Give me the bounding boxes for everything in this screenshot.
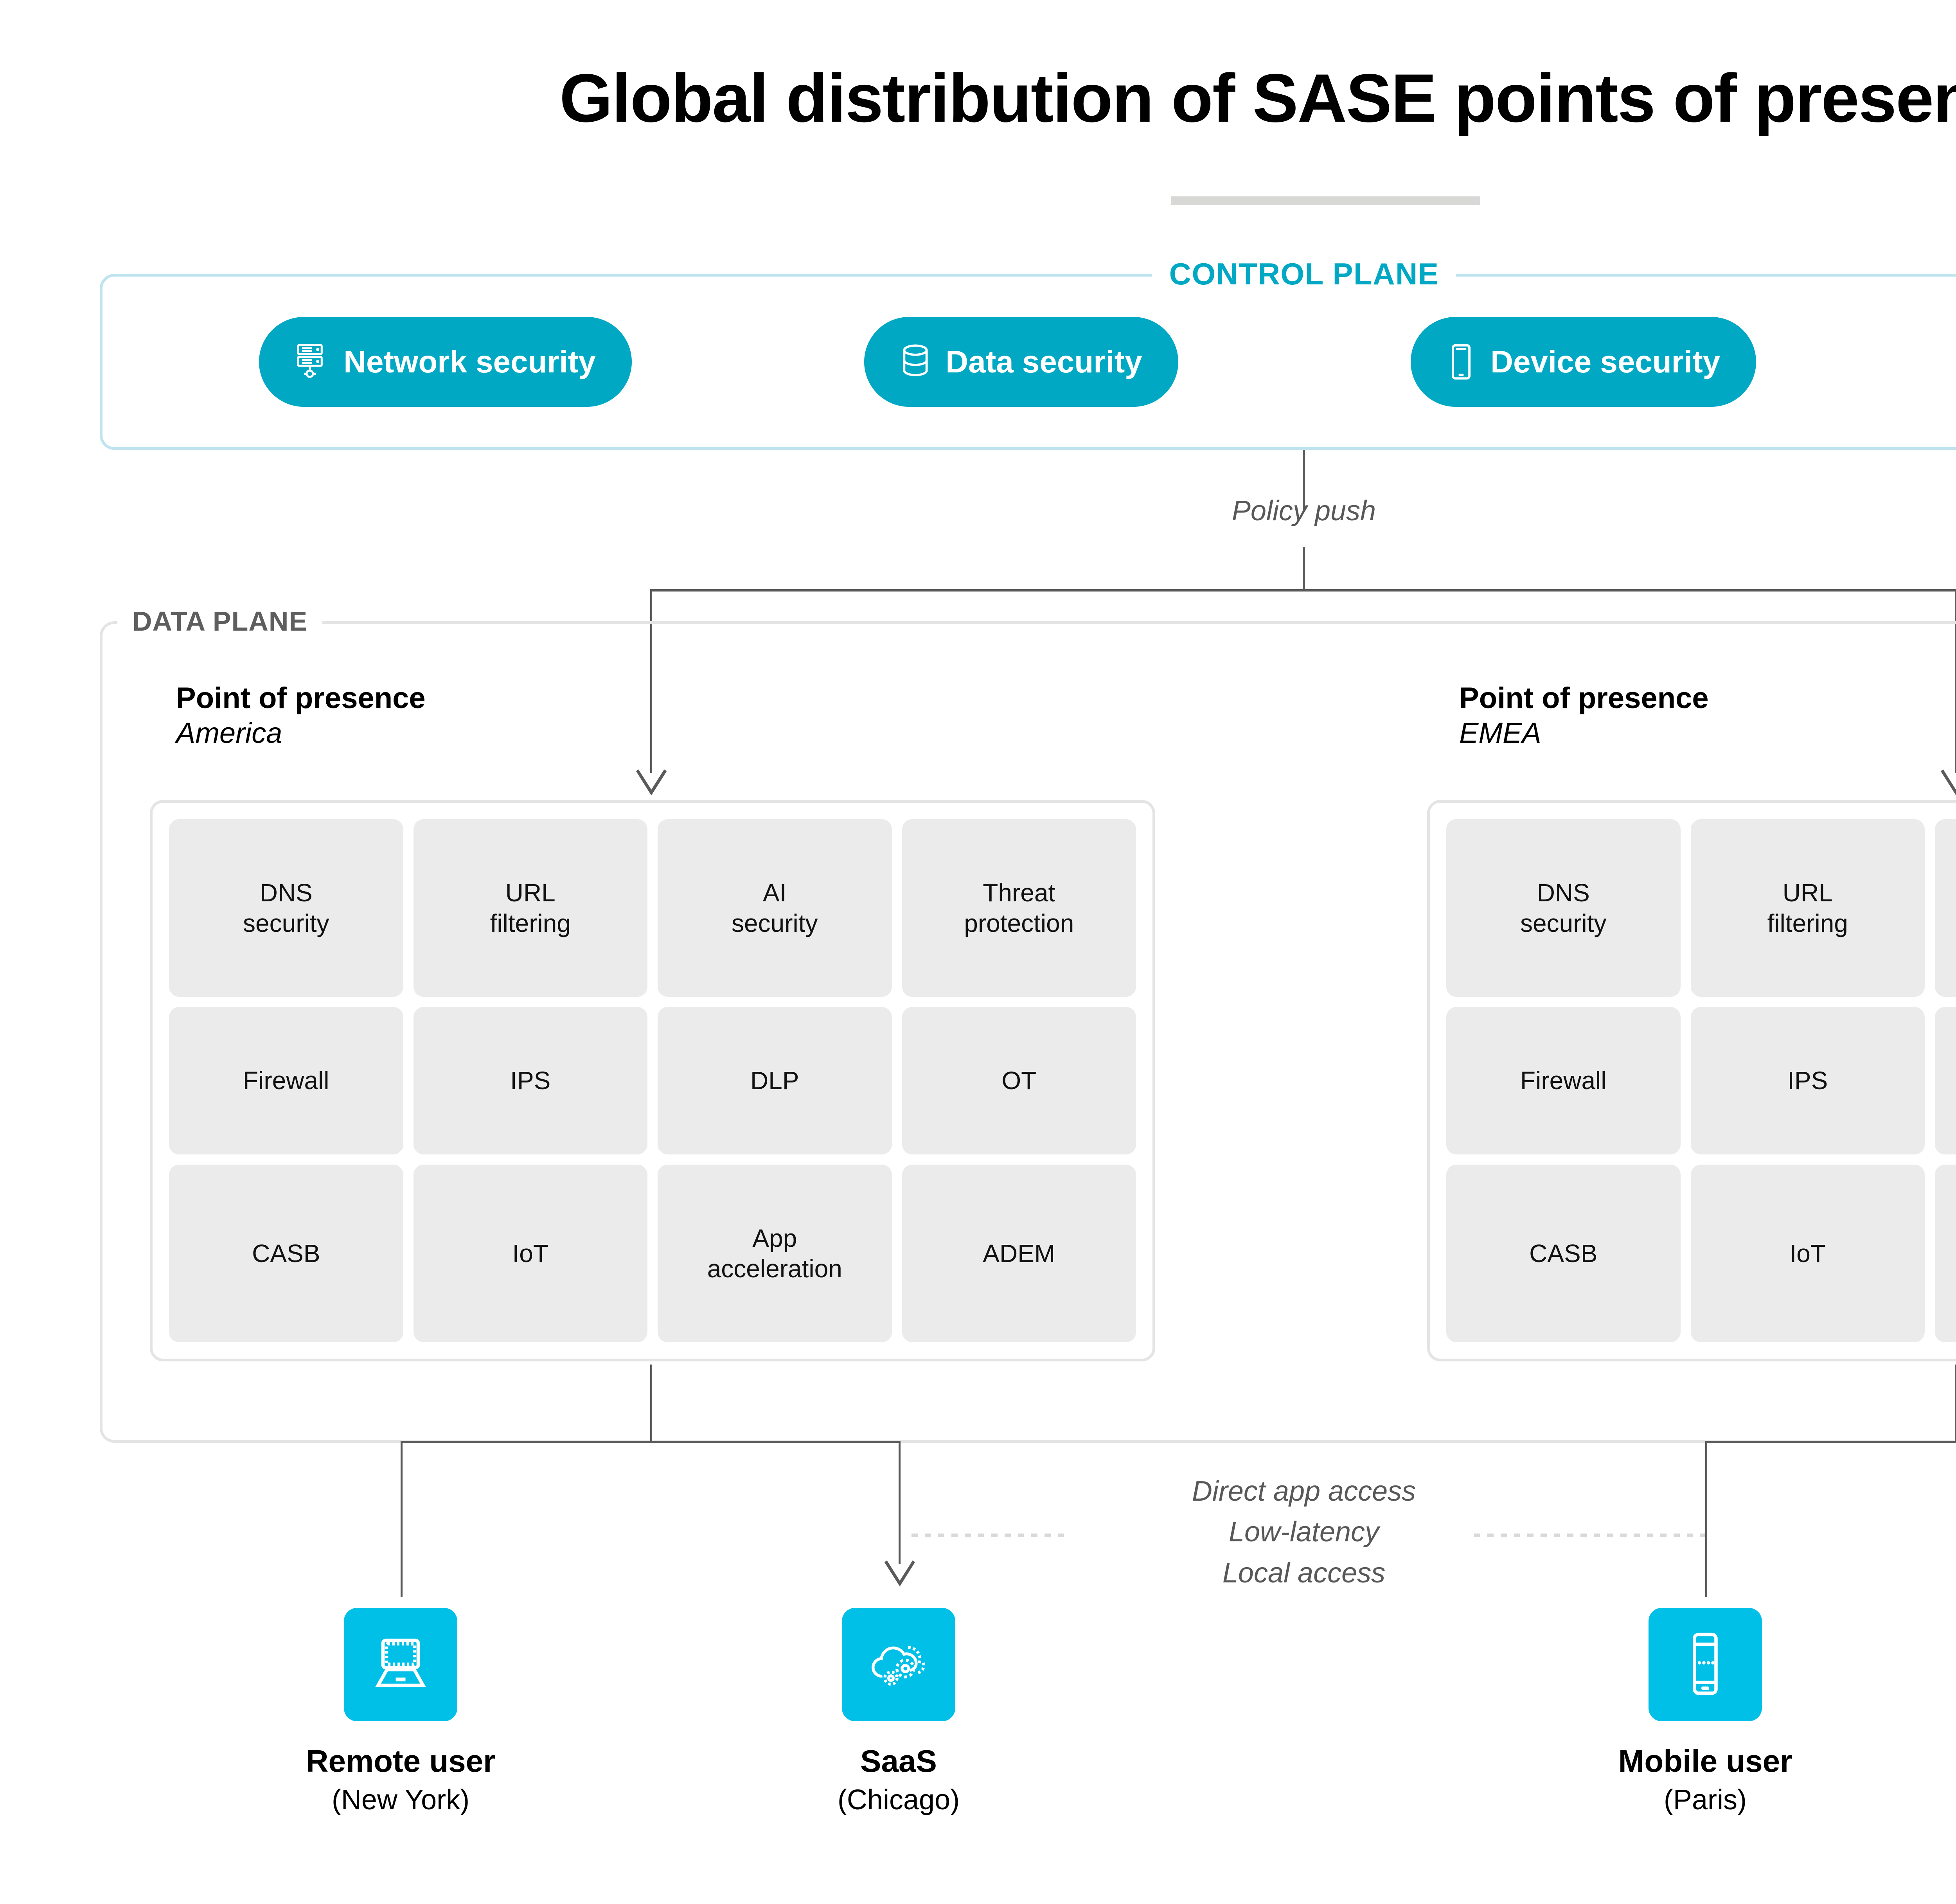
pill-device-security[interactable]: Device security [1411, 317, 1756, 407]
endpoint-saas[interactable]: SaaS (Chicago) [762, 1608, 1036, 1816]
pop-region: EMEA [1459, 716, 1541, 749]
pill-data-security[interactable]: Data security [864, 317, 1178, 407]
emea-split-bar [1705, 1441, 1956, 1443]
policy-push-label: Policy push [1231, 495, 1376, 527]
service-tile[interactable]: Firewall [1446, 1007, 1681, 1154]
america-branch-remote-user [401, 1441, 403, 1597]
note-low-latency: Low-latency [1228, 1516, 1379, 1548]
arrowhead-emea [1938, 767, 1956, 797]
policy-push-branch-right [1955, 589, 1956, 773]
server-rack-icon [295, 343, 329, 381]
pop-heading: Point of presence [1459, 681, 1709, 715]
pop-region: America [176, 716, 282, 749]
pop-header-emea: Point of presence EMEA [1459, 681, 1709, 750]
data-plane-panel [100, 621, 1956, 1443]
pill-label: Network security [343, 344, 596, 379]
arrowhead-saas [882, 1558, 917, 1588]
service-tile[interactable]: CASB [1446, 1164, 1681, 1342]
data-plane-legend-text: DATA PLANE [117, 598, 323, 645]
cloud-gears-icon [866, 1634, 931, 1695]
emea-drop-line [1955, 1365, 1956, 1441]
service-tile[interactable]: IoT [413, 1164, 647, 1342]
endpoint-name: SaaS [860, 1744, 937, 1778]
middle-notes: Direct app access Low-latency Local acce… [1069, 1471, 1539, 1593]
policy-push-line-top [1303, 450, 1305, 512]
service-tile-grid-emea: DNSsecurityURLfilteringAIsecurityThreatp… [1446, 819, 1956, 1342]
pop-header-america: Point of presence America [176, 681, 426, 750]
dotted-line-left [911, 1534, 1068, 1537]
dotted-line-right [1474, 1534, 1705, 1537]
service-tile[interactable]: IPS [413, 1007, 647, 1154]
title-divider [1171, 196, 1480, 205]
laptop-icon [1447, 343, 1476, 381]
endpoint-icon-tile [1649, 1608, 1762, 1721]
america-split-bar [401, 1441, 901, 1443]
america-drop-line [650, 1365, 652, 1441]
service-tile[interactable]: ADEM [902, 1164, 1136, 1342]
endpoint-location: (Chicago) [837, 1784, 960, 1816]
pop-heading: Point of presence [176, 681, 426, 715]
pop-box-emea: DNSsecurityURLfilteringAIsecurityThreatp… [1427, 800, 1956, 1361]
service-tile[interactable]: CASB [169, 1164, 403, 1342]
pill-network-security[interactable]: Network security [259, 317, 632, 407]
arrowhead-america [634, 767, 669, 797]
laptop-icon [369, 1634, 432, 1695]
endpoint-name: Remote user [306, 1744, 496, 1778]
note-local-access: Local access [1222, 1557, 1386, 1589]
endpoint-icon-tile [344, 1608, 457, 1721]
service-tile[interactable]: IPS [1690, 1007, 1925, 1154]
database-icon [900, 343, 931, 380]
policy-push-branch-bar [650, 589, 1956, 592]
page-title: Global distribution of SASE points of pr… [559, 60, 1956, 137]
service-tile[interactable]: DLP [658, 1007, 892, 1154]
service-tile[interactable]: Firewall [169, 1007, 403, 1154]
policy-push-line-bottom [1303, 547, 1305, 589]
smartphone-icon [1684, 1631, 1727, 1699]
policy-push-branch-left [650, 589, 652, 773]
pill-label: Device security [1490, 344, 1720, 379]
pill-label: Data security [946, 344, 1142, 379]
service-tile[interactable]: DLP [1935, 1007, 1956, 1154]
endpoint-remote-user[interactable]: Remote user (New York) [264, 1608, 538, 1816]
endpoint-location: (Paris) [1664, 1784, 1747, 1816]
endpoint-name: Mobile user [1618, 1744, 1792, 1778]
endpoint-icon-tile [842, 1608, 955, 1721]
service-tile[interactable]: IoT [1690, 1164, 1925, 1342]
note-direct-app-access: Direct app access [1192, 1476, 1416, 1507]
endpoint-mobile-user[interactable]: Mobile user (Paris) [1568, 1608, 1842, 1816]
emea-branch-mobile-user [1705, 1441, 1707, 1597]
control-plane-pill-row: Network security Data security Devic [100, 274, 1956, 450]
data-plane-legend: DATA PLANE [117, 598, 323, 645]
endpoint-location: (New York) [331, 1784, 470, 1816]
america-branch-saas [899, 1441, 901, 1564]
service-tile[interactable]: OT [902, 1007, 1136, 1154]
